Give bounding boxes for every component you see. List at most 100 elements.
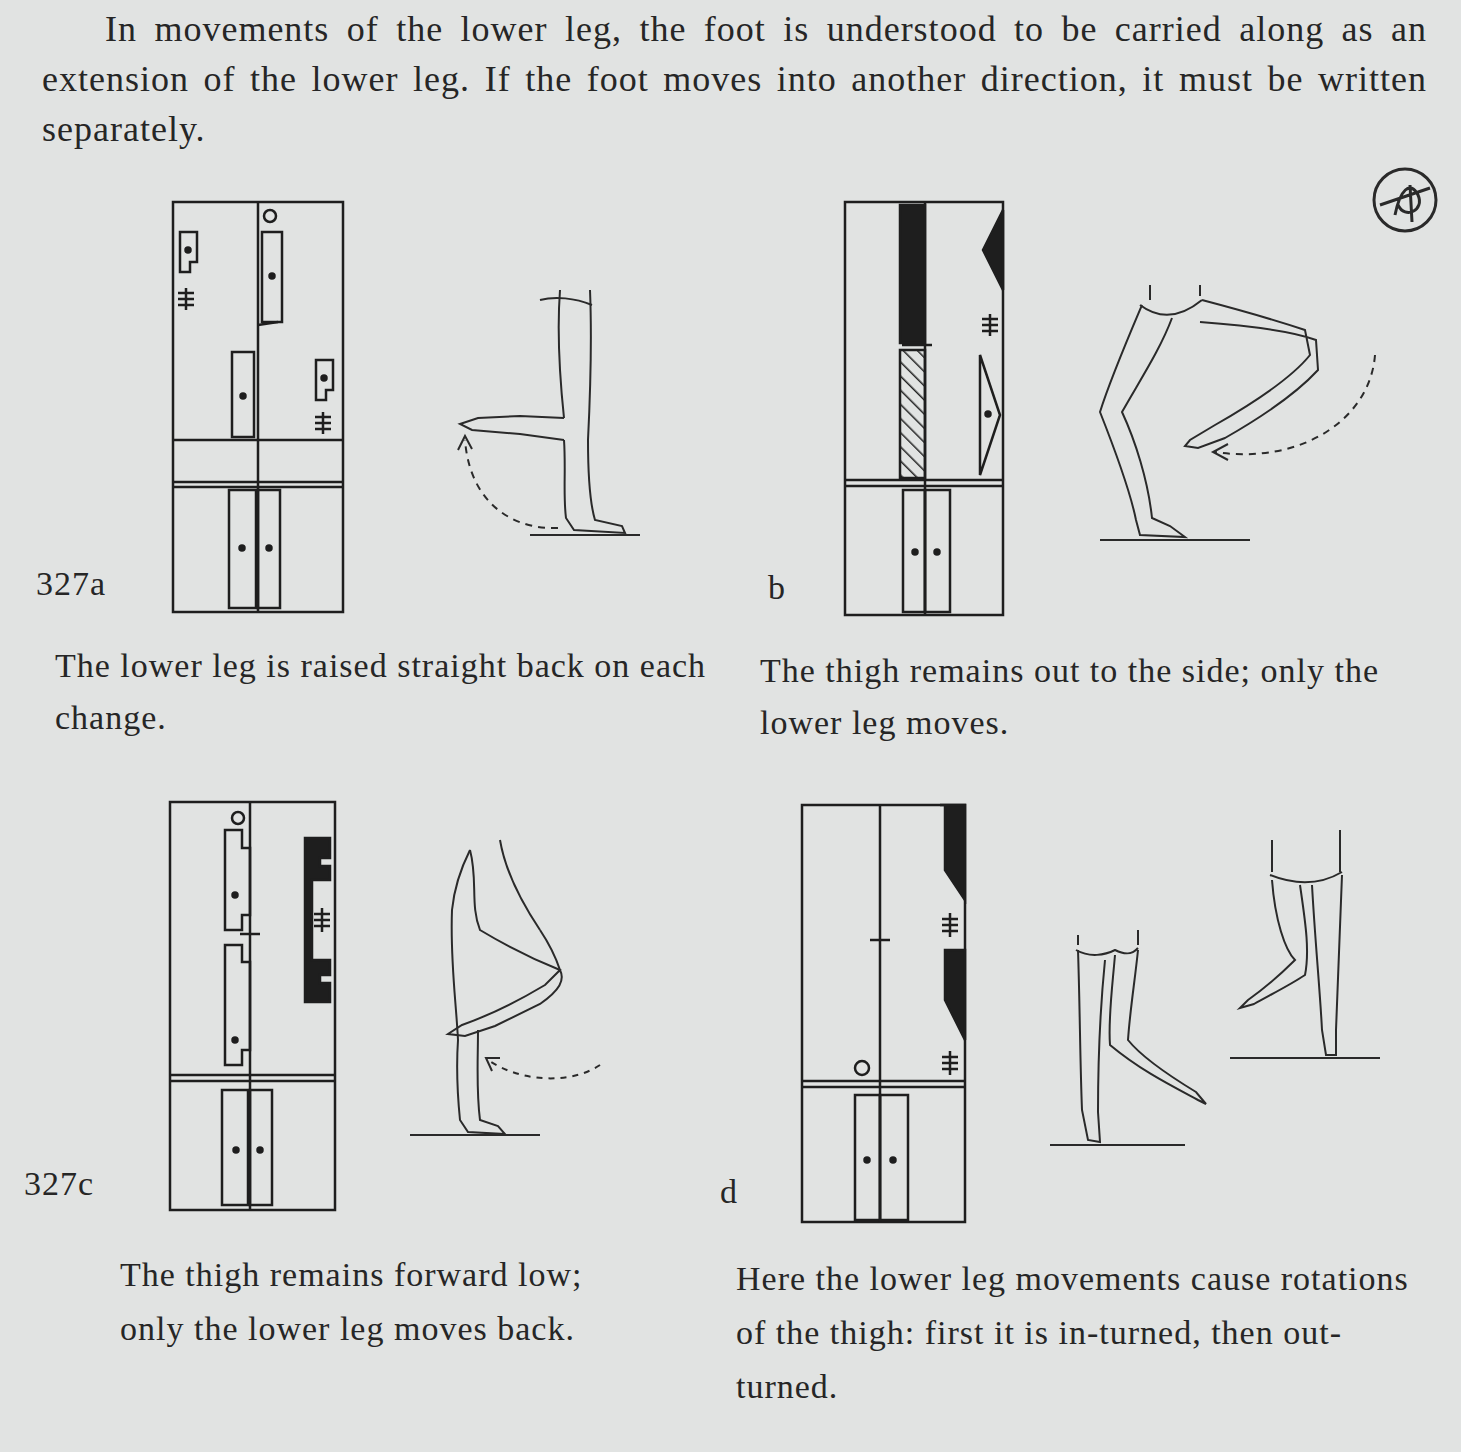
limb-pre-sign xyxy=(316,360,333,400)
double-bar-line xyxy=(845,479,1003,482)
leg-illustration xyxy=(458,290,640,535)
support-symbol xyxy=(229,490,256,608)
standing-leg xyxy=(452,910,505,1134)
place-dot xyxy=(233,1038,238,1043)
double-bar-line xyxy=(170,1080,335,1083)
double-bar-line xyxy=(802,1086,965,1089)
place-dot xyxy=(233,893,238,898)
hold-sign xyxy=(264,210,276,222)
movement-path xyxy=(1215,355,1375,454)
stamp xyxy=(1374,169,1436,231)
lower-leg-sign xyxy=(942,1051,958,1075)
gesture-leg xyxy=(1109,950,1206,1104)
hold-tick xyxy=(240,933,260,936)
place-dot xyxy=(258,1148,263,1153)
lower-leg-sign xyxy=(314,908,330,932)
place-dot xyxy=(322,376,327,381)
direction-symbol xyxy=(262,232,282,322)
lower-leg-sign xyxy=(982,314,998,336)
standing-leg xyxy=(1312,875,1342,1055)
figure-caption: The thigh remains forward low; only the … xyxy=(120,1248,645,1356)
hold-sign xyxy=(232,812,244,824)
figure-number: b xyxy=(768,566,786,610)
support-symbol xyxy=(925,490,950,612)
staff-frame xyxy=(173,202,343,612)
side-symbol xyxy=(983,210,1003,290)
gesture-leg xyxy=(448,850,562,1036)
hip-line xyxy=(1076,948,1138,955)
hip-line xyxy=(540,298,592,305)
place-dot xyxy=(865,1158,870,1163)
figure-caption: Here the lower leg movements cause rotat… xyxy=(736,1252,1436,1414)
floor-line xyxy=(1050,1144,1185,1146)
place-dot xyxy=(241,394,246,399)
lower-leg-sign xyxy=(178,288,194,310)
floor-line xyxy=(1230,1057,1380,1059)
place-dot xyxy=(913,550,918,555)
place-dot xyxy=(986,412,991,417)
notation-staff xyxy=(802,805,965,1222)
staff-frame xyxy=(170,802,335,1210)
place-dot xyxy=(186,248,191,253)
leg-illustration xyxy=(410,840,600,1135)
place-dot xyxy=(234,1148,239,1153)
limb-pre-sign xyxy=(180,232,197,272)
support-symbol xyxy=(258,490,280,608)
direction-symbol xyxy=(225,945,250,1065)
hold-tick xyxy=(902,344,932,347)
movement-path xyxy=(465,440,558,528)
place-dot xyxy=(935,550,940,555)
support-symbol xyxy=(855,1095,880,1220)
arrow-head xyxy=(486,1058,500,1071)
double-bar-line xyxy=(845,485,1003,488)
standing-leg xyxy=(559,290,625,533)
figure-number: 327a xyxy=(36,562,106,606)
staff-frame xyxy=(845,202,1003,615)
leg-illustration xyxy=(1100,285,1375,540)
hold-tick xyxy=(870,939,890,942)
double-bar-line xyxy=(802,1080,965,1083)
stamp-scribble xyxy=(1380,185,1430,222)
notation-staff xyxy=(170,802,335,1210)
figure-number: d xyxy=(720,1170,738,1214)
support-symbol xyxy=(880,1095,908,1220)
limb-bracket xyxy=(305,838,330,1002)
support-symbol xyxy=(903,490,925,612)
direction-symbol xyxy=(940,805,965,900)
notation-staff xyxy=(173,202,343,612)
hip-line xyxy=(1140,300,1202,315)
floor-line xyxy=(1100,539,1250,541)
torso-line xyxy=(1078,930,1138,945)
support-symbol xyxy=(250,1090,272,1205)
staff-frame xyxy=(802,805,965,1222)
raised-lower-leg xyxy=(460,416,564,440)
figure-caption: The thigh remains out to the side; only … xyxy=(760,645,1430,749)
floor-line xyxy=(530,534,640,536)
lower-leg-sign xyxy=(315,412,331,434)
hold-tick xyxy=(258,322,278,325)
place-dot xyxy=(270,274,275,279)
body-paragraph: In movements of the lower leg, the foot … xyxy=(42,4,1427,154)
support-symbol xyxy=(222,1090,248,1205)
lower-leg-sign xyxy=(942,913,958,937)
double-bar-line xyxy=(173,486,343,489)
place-dot xyxy=(891,1158,896,1163)
thigh-outline xyxy=(452,840,540,930)
floor-line xyxy=(410,1134,540,1136)
hold-sign xyxy=(855,1061,869,1075)
direction-symbol xyxy=(900,350,925,478)
double-bar-line xyxy=(173,481,343,484)
stamp-circle xyxy=(1374,169,1436,231)
direction-symbol xyxy=(900,205,925,343)
notation-staff xyxy=(845,202,1003,615)
gesture-leg xyxy=(1185,300,1318,448)
gesture-leg xyxy=(1240,880,1307,1008)
leg-illustration xyxy=(1050,830,1380,1145)
knee-outline xyxy=(540,930,560,970)
torso-line xyxy=(1272,830,1340,872)
direction-symbol xyxy=(232,352,254,437)
side-symbol xyxy=(980,355,1000,475)
hip-line xyxy=(1270,872,1342,882)
